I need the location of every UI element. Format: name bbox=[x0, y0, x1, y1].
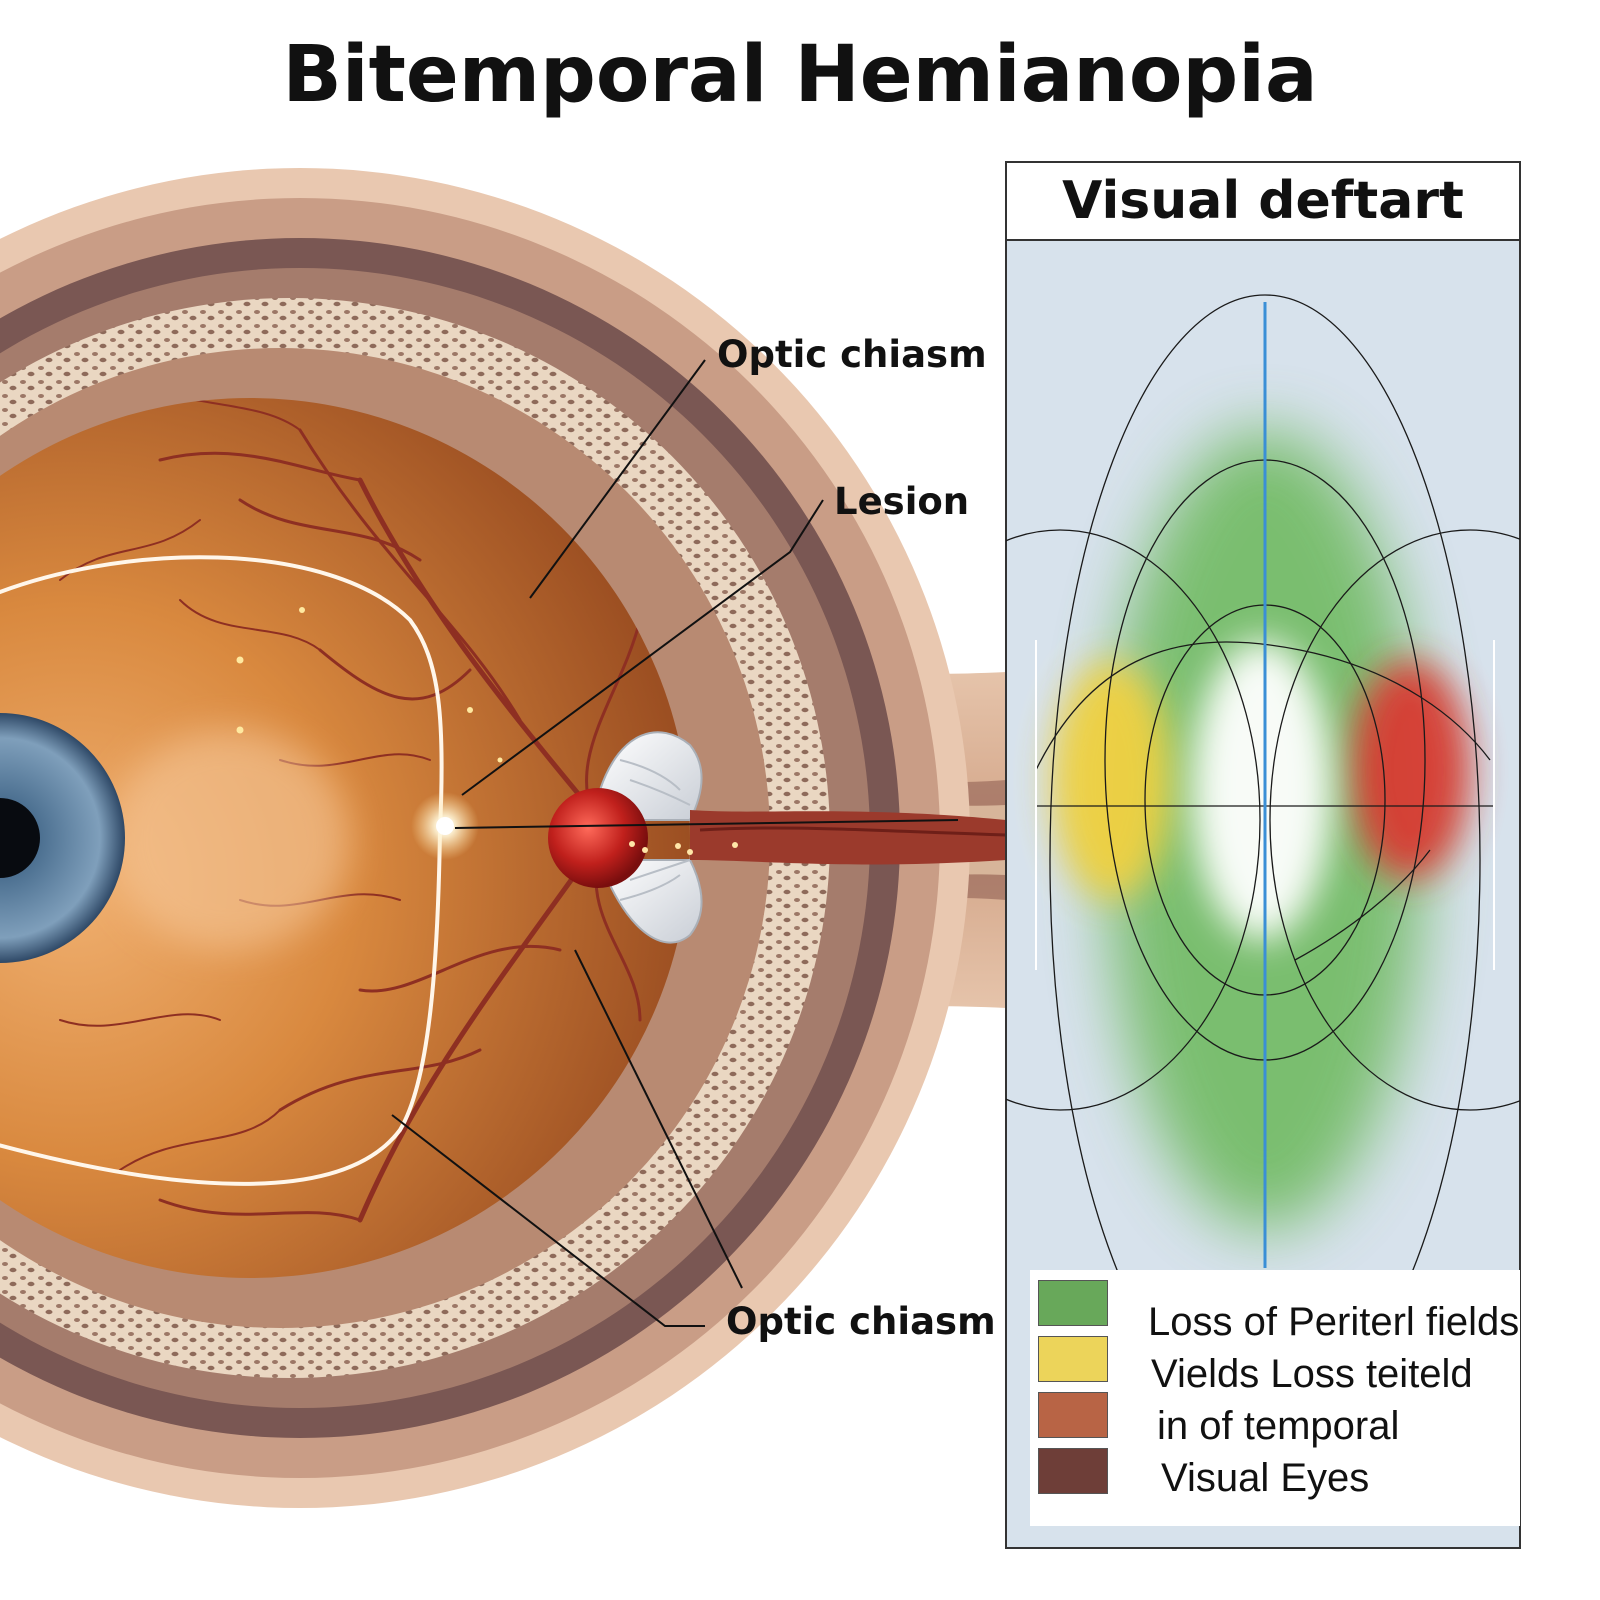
legend-label: Vields Loss teiteld bbox=[1151, 1352, 1473, 1396]
yellow-field-zone bbox=[1052, 660, 1172, 900]
diagram-title: Bitemporal Hemianopia bbox=[282, 30, 1318, 120]
retinal-vessels bbox=[59, 398, 642, 1223]
legend-swatch bbox=[1038, 1448, 1108, 1494]
retinal-spots bbox=[236, 607, 503, 763]
callout-lesion: Lesion bbox=[834, 480, 970, 523]
callout-optic-chiasm-top: Optic chiasm bbox=[717, 333, 987, 376]
legend-swatch bbox=[1038, 1336, 1108, 1382]
legend-label: Visual Eyes bbox=[1161, 1456, 1370, 1500]
callout-optic-chiasm-bottom: Optic chiasm bbox=[726, 1300, 996, 1343]
pupil bbox=[0, 798, 40, 878]
visual-field-panel-title: Visual deftart bbox=[1062, 171, 1464, 231]
red-field-zone bbox=[1350, 660, 1470, 880]
legend-swatch bbox=[1038, 1392, 1108, 1438]
callout-leaders bbox=[391, 359, 959, 1327]
legend-swatch bbox=[1038, 1280, 1108, 1326]
iris bbox=[0, 713, 125, 963]
visual-field-map bbox=[1006, 294, 1520, 1426]
central-white-zone bbox=[1192, 640, 1332, 940]
legend-label: in of temporal bbox=[1157, 1404, 1400, 1448]
optic-chiasm-structure bbox=[598, 731, 1007, 944]
lesion bbox=[548, 788, 648, 888]
legend: Loss of Periterl fields Vields Loss teit… bbox=[1030, 1270, 1520, 1526]
legend-label: Loss of Periterl fields bbox=[1148, 1300, 1520, 1344]
